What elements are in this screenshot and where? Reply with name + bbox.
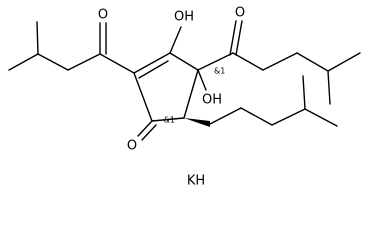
- bond: [169, 52, 199, 71]
- bond: [141, 124, 157, 141]
- stereo-label-c4: &1: [214, 67, 225, 76]
- bond: [67, 53, 101, 71]
- stereo-label-c5: &1: [164, 116, 175, 125]
- bond: [133, 72, 153, 122]
- ketone-oxygen-right: O: [235, 6, 245, 21]
- bond: [8, 53, 39, 71]
- bond: [240, 107, 273, 126]
- bond: [133, 52, 171, 74]
- bond: [296, 52, 329, 72]
- bond: [197, 69, 207, 91]
- bond: [271, 108, 306, 126]
- bond: [36, 21, 39, 55]
- hydroxyl-top: OH: [174, 10, 194, 25]
- chemical-structure-diagram: O OH O OH O &1 &1 KH: [8, 6, 361, 189]
- hydroxyl-mid: OH: [202, 93, 222, 108]
- ketone-oxygen-left: O: [98, 8, 108, 23]
- bond: [232, 52, 264, 71]
- bond: [138, 60, 169, 79]
- wedge-bond: [184, 118, 210, 127]
- bond: [151, 117, 185, 122]
- counterion-label: KH: [187, 174, 205, 189]
- ring-ketone-oxygen: O: [127, 139, 137, 154]
- bond: [262, 52, 298, 71]
- bond: [37, 53, 69, 71]
- bond: [99, 53, 135, 74]
- bond: [183, 69, 199, 119]
- bonds: [8, 20, 361, 141]
- bond: [235, 20, 243, 56]
- bond: [302, 75, 306, 110]
- bond: [197, 52, 234, 71]
- bond: [327, 52, 361, 72]
- bond: [327, 70, 331, 105]
- bond: [229, 20, 237, 56]
- bond: [137, 120, 153, 137]
- bond: [304, 108, 338, 127]
- bond: [169, 26, 182, 54]
- bond: [209, 107, 242, 125]
- atom-labels: O OH O OH O &1 &1 KH: [98, 6, 245, 189]
